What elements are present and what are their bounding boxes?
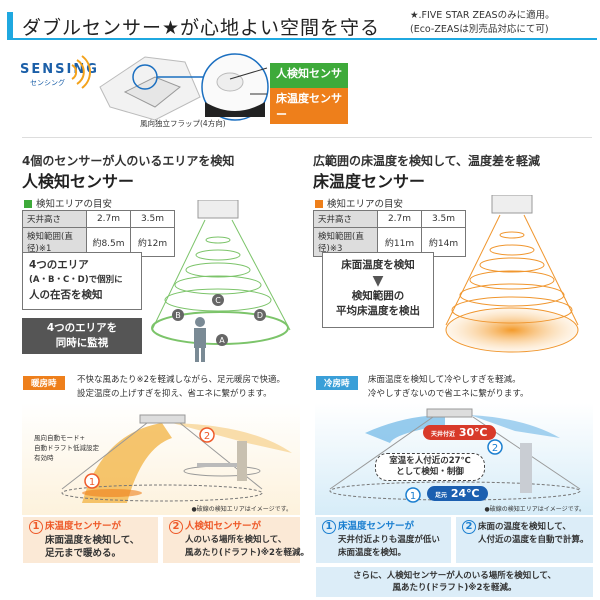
floor-detection-cone [445, 195, 579, 353]
sensing-logo-sub: センシング [30, 79, 65, 87]
heating-footnote: ●破線の検知エリアはイメージです。 [191, 506, 292, 513]
floor-process-box: 床面温度を検知 ▼ 検知範囲の平均床温度を検出 [322, 252, 434, 328]
cassette-unit-illustration [99, 53, 269, 121]
area-a-label: A [219, 336, 225, 345]
sensing-logo: SENSING [20, 62, 99, 77]
cooling-description: 床面温度を検知して冷やしすぎを軽減。冷やしすぎないので省エネに繋がります。 [368, 375, 529, 399]
svg-text:1: 1 [410, 491, 416, 502]
title-accent-bar [7, 12, 13, 38]
person-heading: 4個のセンサーが人のいるエリアを検知 [22, 154, 235, 168]
heating-tag: 暖房時 [23, 376, 65, 390]
green-square-icon [24, 200, 32, 208]
heating-scene: 2 1 風向自動モード+自動ドラフト低減設定有効時 ●破線の検知エリアはイメージ… [22, 403, 300, 515]
person-legend: 検知エリアの目安 [24, 196, 112, 210]
svg-text:2: 2 [492, 443, 498, 454]
ceiling-temp-badge: 天井付近 30℃ [423, 425, 496, 440]
person-area-box: 4つのエリア(A・B・C・D)で個別に人の在否を検知 [22, 252, 142, 310]
person-monitor-callout: 4つのエリアを同時に監視 [22, 318, 142, 354]
heating-description: 不快な風あたり※2を軽減しながら、足元暖房で快適。設定温度の上げすぎを抑え、省エ… [77, 375, 286, 399]
person-title: 人検知センサー [22, 172, 135, 191]
area-c-label: C [215, 296, 221, 305]
floor-sensor-label: 床温度センサー [270, 88, 348, 124]
cooling-extra-box: さらに、人検知センサーが人のいる場所を検知して、風あたり(ドラフト)※2を軽減。 [316, 567, 593, 597]
cooling-tag: 冷房時 [316, 376, 358, 390]
floor-title: 床温度センサー [313, 172, 426, 191]
down-arrow-icon: ▼ [372, 273, 384, 289]
person-detection-cone: A B C D [151, 200, 291, 362]
page-title: ダブルセンサー★が心地よい空間を守る [22, 17, 381, 39]
heating-mode-note: 風向自動モード+自動ドラフト低減設定有効時 [34, 434, 99, 462]
foot-temp-badge: 足元 24℃ [427, 486, 488, 501]
header-note: ★.FIVE STAR ZEASのみに適用。(Eco-ZEASは別売品対応にて可… [410, 10, 555, 35]
signal-waves-icon [71, 55, 91, 89]
flap-caption: 風向独立フラップ(4方向) [140, 119, 226, 128]
area-d-label: D [257, 311, 263, 320]
svg-text:2: 2 [204, 431, 210, 442]
orange-square-icon [315, 200, 323, 208]
person-figure-icon [194, 317, 206, 362]
floor-legend: 検知エリアの目安 [315, 196, 403, 210]
svg-text:1: 1 [89, 477, 95, 488]
title-underline [7, 38, 597, 40]
section-divider [22, 137, 592, 138]
cooling-footnote: ●破線の検知エリアはイメージです。 [484, 506, 585, 513]
area-b-label: B [175, 311, 181, 320]
floor-heading: 広範囲の床温度を検知して、温度差を軽減 [313, 154, 541, 168]
